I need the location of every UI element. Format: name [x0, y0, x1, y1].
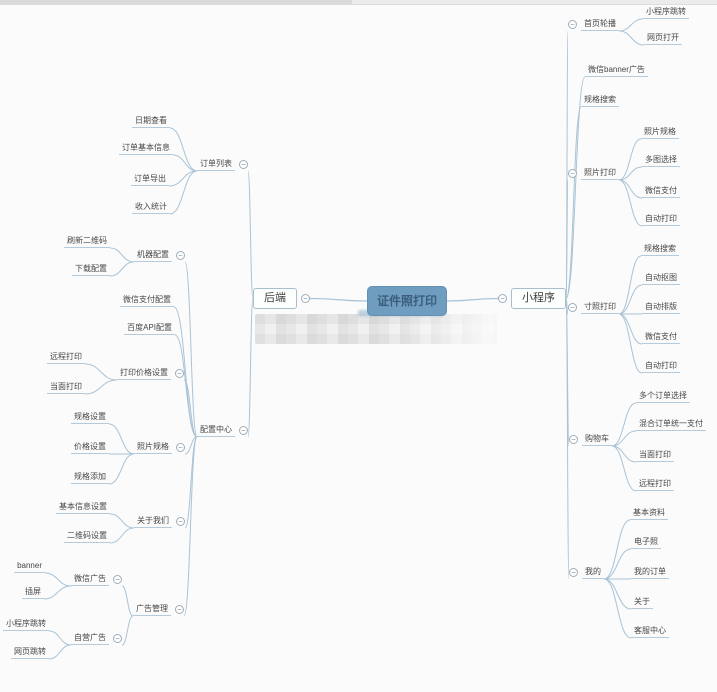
collapse-icon[interactable]: −	[239, 426, 248, 435]
node-wechat-ads[interactable]: 微信广告−	[71, 573, 122, 586]
node-mixed-order-unified-pay[interactable]: 混合订单统一支付	[636, 418, 706, 431]
node-webpage-jump[interactable]: 网页跳转	[11, 646, 49, 659]
node-price-settings[interactable]: 价格设置	[71, 441, 109, 454]
node-backend[interactable]: 后端−	[253, 288, 310, 309]
collapse-icon[interactable]: −	[498, 294, 507, 303]
node-wechat-pay-config[interactable]: 微信支付配置	[120, 294, 174, 307]
node-photo-specs[interactable]: 照片规格	[641, 126, 679, 139]
node-date-view[interactable]: 日期查看	[132, 115, 170, 128]
node-shopping-cart[interactable]: −购物车	[569, 433, 612, 446]
node-qrcode-settings[interactable]: 二维码设置	[64, 530, 110, 543]
node-photo-specs[interactable]: 照片规格−	[134, 441, 185, 454]
node-auto-layout[interactable]: 自动排版	[642, 301, 680, 314]
node-remote-print[interactable]: 远程打印	[47, 351, 85, 364]
collapse-icon[interactable]: −	[113, 634, 122, 643]
node-order-list[interactable]: 订单列表−	[197, 158, 248, 171]
horizontal-scrollbar[interactable]	[0, 0, 717, 5]
node-income-stats[interactable]: 收入统计	[132, 201, 170, 214]
node-auto-cutout[interactable]: 自动抠图	[642, 272, 680, 285]
collapse-icon[interactable]: −	[175, 605, 184, 614]
node-about[interactable]: 关于	[631, 596, 653, 609]
node-wechat-pay[interactable]: 微信支付	[642, 185, 680, 198]
node-spec-settings[interactable]: 规格设置	[71, 411, 109, 424]
node-face-to-face-print[interactable]: 当面打印	[636, 449, 674, 462]
node-order-export[interactable]: 订单导出	[131, 173, 169, 186]
node-spec-search[interactable]: 规格搜索	[641, 243, 679, 256]
node-home-carousel[interactable]: −首页轮播	[568, 18, 619, 31]
collapse-icon[interactable]: −	[569, 568, 578, 577]
node-spec-add[interactable]: 规格添加	[71, 471, 109, 484]
node-banner-ad[interactable]: banner	[14, 560, 45, 573]
node-spec-search[interactable]: 规格搜索	[581, 94, 619, 107]
node-miniprogram-jump[interactable]: 小程序跳转	[3, 618, 49, 631]
node-basic-info-settings[interactable]: 基本信息设置	[56, 501, 110, 514]
node-auto-print[interactable]: 自动打印	[642, 360, 680, 373]
node-ad-management[interactable]: 广告管理−	[133, 603, 184, 616]
node-wechat-banner-ad[interactable]: 微信banner广告	[585, 64, 648, 77]
node-my-orders[interactable]: 我的订单	[631, 566, 669, 579]
node-inch-photo-print[interactable]: −寸照打印	[568, 301, 619, 314]
root-node-id-photo-print[interactable]: 证件照打印	[367, 286, 448, 316]
node-face-to-face-print[interactable]: 当面打印	[47, 381, 85, 394]
collapse-icon[interactable]: −	[176, 251, 185, 260]
node-e-photo[interactable]: 电子照	[631, 536, 661, 549]
collapse-icon[interactable]: −	[569, 435, 578, 444]
node-download-config[interactable]: 下载配置	[72, 263, 110, 276]
node-order-basic-info[interactable]: 订单基本信息	[119, 142, 173, 155]
node-remote-print[interactable]: 远程打印	[636, 478, 674, 491]
node-miniprogram[interactable]: −小程序	[498, 288, 566, 309]
node-photo-print[interactable]: −照片打印	[568, 167, 619, 180]
collapse-icon[interactable]: −	[568, 20, 577, 29]
node-machine-config[interactable]: 机器配置−	[134, 249, 185, 262]
collapse-icon[interactable]: −	[176, 517, 185, 526]
collapse-icon[interactable]: −	[239, 160, 248, 169]
node-self-ads[interactable]: 自营广告−	[71, 632, 122, 645]
scrollbar-thumb[interactable]	[0, 0, 352, 4]
node-multi-order-select[interactable]: 多个订单选择	[636, 390, 690, 403]
collapse-icon[interactable]: −	[568, 169, 577, 178]
node-mine[interactable]: −我的	[569, 566, 604, 579]
node-customer-service[interactable]: 客服中心	[631, 625, 669, 638]
node-print-price-settings[interactable]: 打印价格设置−	[117, 367, 184, 380]
collapse-icon[interactable]: −	[113, 575, 122, 584]
node-webpage-open[interactable]: 网页打开	[644, 32, 682, 45]
node-interstitial-ad[interactable]: 插屏	[22, 586, 44, 599]
node-miniprogram-jump[interactable]: 小程序跳转	[643, 6, 689, 19]
node-multi-image-select[interactable]: 多图选择	[642, 154, 680, 167]
node-wechat-pay[interactable]: 微信支付	[642, 331, 680, 344]
blurred-watermark	[255, 314, 497, 344]
collapse-icon[interactable]: −	[568, 303, 577, 312]
collapse-icon[interactable]: −	[175, 369, 184, 378]
node-refresh-qrcode[interactable]: 刷新二维码	[64, 235, 110, 248]
node-auto-print[interactable]: 自动打印	[642, 213, 680, 226]
collapse-icon[interactable]: −	[301, 294, 310, 303]
node-baidu-api-config[interactable]: 百度API配置	[124, 322, 175, 335]
node-config-center[interactable]: 配置中心−	[197, 424, 248, 437]
collapse-icon[interactable]: −	[176, 443, 185, 452]
node-about-us[interactable]: 关于我们−	[134, 515, 185, 528]
node-basic-profile[interactable]: 基本资料	[630, 507, 668, 520]
